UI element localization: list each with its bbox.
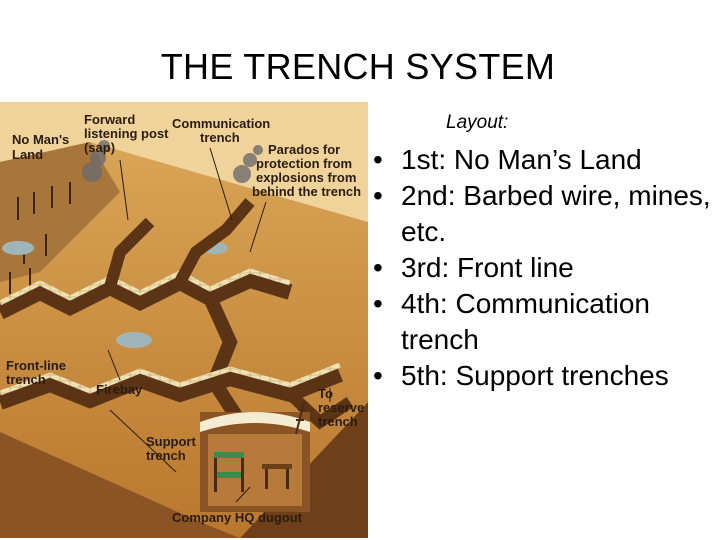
slide-title: THE TRENCH SYSTEM: [0, 46, 720, 88]
shell-crater: [116, 332, 152, 348]
bullet-dot-icon: •: [373, 358, 395, 394]
dugout-table: [262, 464, 292, 469]
bullet-item: •5th: Support trenches: [373, 358, 713, 394]
label-company-hq-dugout: Company HQ dugout: [172, 510, 303, 525]
bullet-dot-icon: •: [373, 286, 395, 322]
bullet-dot-icon: •: [373, 250, 395, 286]
dugout-bunk: [214, 472, 244, 478]
bullet-item: •4th: Communication trench: [373, 286, 713, 358]
dugout-bunk: [214, 452, 244, 458]
bullet-text: 5th: Support trenches: [401, 360, 669, 391]
bullet-text: 1st: No Man’s Land: [401, 144, 642, 175]
bullet-item: •3rd: Front line: [373, 250, 713, 286]
bullet-item: •1st: No Man’s Land: [373, 142, 713, 178]
layout-label: Layout:: [446, 112, 508, 134]
trench-system-illustration: No Man's Land Forward listening post (sa…: [0, 102, 368, 538]
label-firebay: Firebay: [96, 382, 143, 397]
bullet-text: 3rd: Front line: [401, 252, 574, 283]
shell-crater: [2, 241, 34, 255]
bullet-text: 2nd: Barbed wire, mines, etc.: [401, 180, 711, 247]
bullet-dot-icon: •: [373, 178, 395, 214]
trench-diagram-svg: No Man's Land Forward listening post (sa…: [0, 102, 368, 538]
bullet-dot-icon: •: [373, 142, 395, 178]
bullet-text: 4th: Communication trench: [401, 288, 650, 355]
bullet-item: •2nd: Barbed wire, mines, etc.: [373, 178, 713, 250]
bullet-list: •1st: No Man’s Land •2nd: Barbed wire, m…: [373, 142, 713, 394]
